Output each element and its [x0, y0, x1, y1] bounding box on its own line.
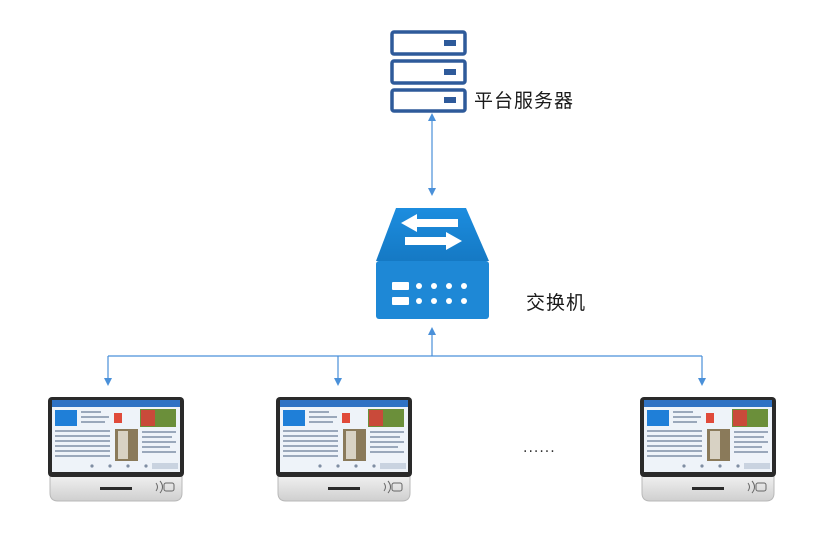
network-switch-icon	[376, 208, 489, 319]
server-icon	[390, 30, 467, 113]
server-label: 平台服务器	[474, 90, 575, 112]
info-display-terminal-icon	[639, 396, 777, 502]
connection-lines	[104, 113, 706, 386]
more-terminals-ellipsis: ......	[523, 440, 556, 456]
info-display-terminal-icon	[47, 396, 185, 502]
switch-label: 交换机	[526, 292, 587, 314]
info-display-terminal-icon	[275, 396, 413, 502]
